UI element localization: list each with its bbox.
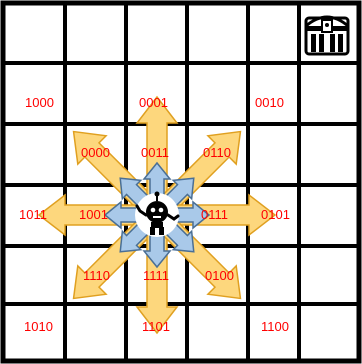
code-near-e: 0111: [201, 207, 228, 222]
code-near-ne: 0110: [203, 145, 231, 160]
code-near-w: 1001: [79, 207, 108, 222]
code-far-e: 0101: [261, 207, 290, 222]
code-near-sw: 1110: [83, 268, 110, 283]
code-far-nw: 1000: [25, 95, 54, 110]
code-near-nw: 0000: [81, 145, 110, 160]
code-near-se: 0100: [205, 268, 234, 283]
code-far-n: 0001: [139, 95, 168, 110]
code-far-w: 1011: [19, 207, 47, 222]
code-far-ne: 0010: [255, 95, 284, 110]
code-far-s: 1101: [142, 319, 170, 334]
treasure-chest-icon: [306, 17, 348, 54]
code-near-s: 1111: [143, 268, 169, 283]
code-far-se: 1100: [261, 319, 289, 334]
code-near-n: 0011: [141, 145, 169, 160]
code-far-sw: 1010: [24, 319, 53, 334]
